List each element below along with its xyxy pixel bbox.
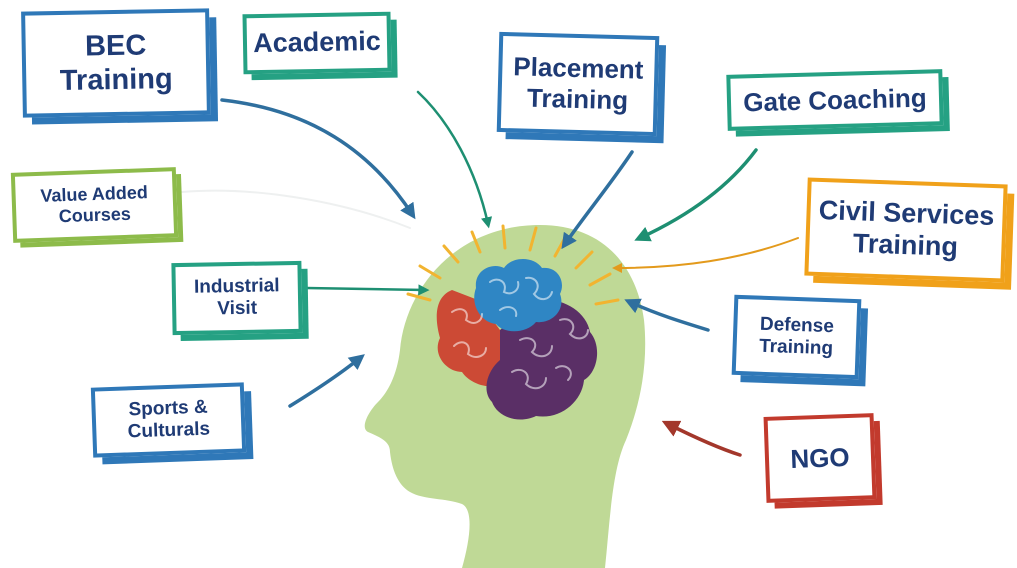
sports-culturals-label: Sports & Culturals — [127, 396, 211, 443]
arrow-defense — [624, 298, 710, 332]
arrow-sports — [288, 354, 365, 408]
academic-label: Academic — [252, 25, 382, 59]
bec-training-box: BEC Training — [21, 8, 211, 118]
defense-training-label: Defense Training — [758, 313, 835, 360]
connector-arrows — [181, 90, 799, 457]
academic-box: Academic — [242, 11, 392, 75]
gate-coaching-label: Gate Coaching — [742, 82, 928, 118]
arrow-industrial — [304, 284, 430, 296]
bec-training-label: BEC Training — [59, 29, 173, 97]
arrow-bec — [220, 98, 416, 220]
placement-training-label: Placement Training — [512, 51, 644, 116]
civil-services-training-box: Civil Services Training — [804, 177, 1008, 283]
sports-culturals-box: Sports & Culturals — [90, 382, 247, 458]
arrow-academic — [416, 90, 493, 229]
arrow-civil — [612, 237, 799, 273]
ngo-label: NGO — [789, 441, 851, 474]
value-added-courses-box: Value Added Courses — [10, 167, 179, 243]
defense-training-box: Defense Training — [731, 294, 862, 380]
civil-services-training-label: Civil Services Training — [818, 195, 995, 262]
gate-coaching-box: Gate Coaching — [726, 69, 944, 131]
arrow-placement — [561, 150, 634, 250]
arrow-ngo — [661, 420, 742, 457]
arrow-gate — [634, 148, 758, 242]
ngo-box: NGO — [763, 413, 877, 503]
brain-blue-lobe — [474, 259, 562, 332]
brain-folds — [451, 276, 589, 390]
industrial-visit-box: Industrial Visit — [171, 260, 303, 336]
industrial-visit-label: Industrial Visit — [193, 274, 280, 320]
line-value-added — [181, 189, 411, 229]
placement-training-box: Placement Training — [496, 31, 660, 137]
value-added-courses-label: Value Added Courses — [40, 181, 149, 227]
